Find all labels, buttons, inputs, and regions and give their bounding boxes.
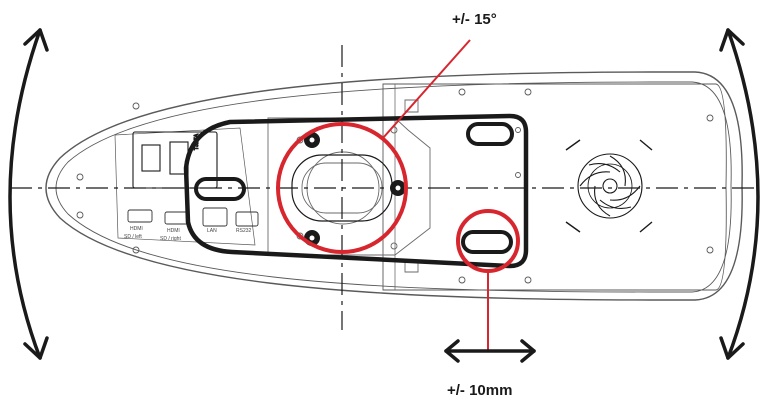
rotation-leader-line [382, 39, 471, 139]
rs232-port [235, 211, 259, 227]
hdmi-1-label: HDMI [130, 226, 143, 232]
curved-arrow-right-icon [719, 28, 760, 360]
rotation-callout [276, 122, 408, 254]
horizontal-double-arrow-icon [444, 339, 536, 363]
rotation-label: +/- 15° [452, 11, 497, 28]
center-lines [10, 45, 755, 330]
housing-screws [76, 88, 714, 284]
lan-port [202, 207, 228, 227]
mounting-slots [194, 122, 514, 254]
hdmi-2-sub-label: SD / right [160, 236, 181, 242]
projector-housing [45, 71, 743, 301]
hdmi-port-1 [127, 209, 153, 223]
slot-bottom-right [461, 230, 513, 254]
slot-top-right [466, 122, 514, 146]
mounting-plate-outline [183, 113, 529, 269]
lan-label: LAN [207, 228, 217, 234]
hdmi-port-2 [164, 211, 190, 225]
connector-ports [127, 207, 259, 227]
rs232-label: RS232 [236, 228, 252, 234]
cooling-fan [565, 139, 653, 233]
rotation-highlight-circle [276, 122, 408, 254]
slot-left [194, 177, 246, 201]
shift-label: +/- 10mm [447, 382, 512, 399]
hdmi-2-label: HDMI [167, 228, 180, 234]
hdmi-1-sub-label: SD / left [124, 234, 142, 240]
curved-arrow-left-icon [8, 28, 49, 360]
